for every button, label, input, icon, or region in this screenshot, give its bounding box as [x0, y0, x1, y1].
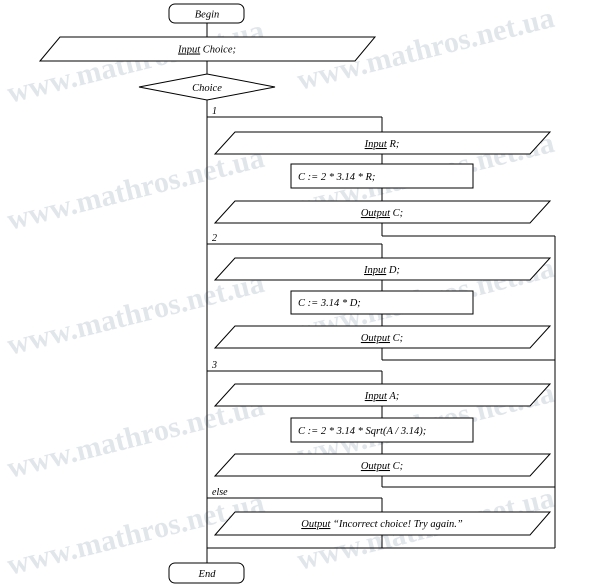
- output-keyword: Output: [301, 519, 331, 530]
- io-parallelogram: [213, 453, 552, 477]
- input-keyword: Input: [364, 139, 388, 150]
- case-1-output: Output C;: [213, 200, 552, 224]
- output-keyword: Output: [361, 208, 391, 219]
- process-rect: [290, 417, 474, 443]
- case-2-input: Input D;: [213, 257, 552, 281]
- case-2-output: Output C;: [213, 325, 552, 349]
- case-2-output-text: C;: [390, 333, 403, 344]
- else-output-text: “Incorrect choice! Try again.”: [330, 519, 462, 530]
- case-3-input: Input A;: [213, 383, 552, 407]
- process-rect: [290, 163, 474, 189]
- case-1-input-label: Input R;: [364, 139, 400, 150]
- output-keyword: Output: [361, 333, 391, 344]
- case-1-input-text: R;: [387, 139, 400, 150]
- case-3-process: C := 2 * 3.14 * Sqrt(A / 3.14);: [290, 417, 474, 443]
- case-2-output-label: Output C;: [361, 333, 403, 344]
- decision-block: Choice: [138, 73, 276, 101]
- input-keyword: Input: [364, 391, 388, 402]
- case-label-3: 3: [211, 360, 217, 371]
- end-terminator: End: [168, 562, 245, 584]
- input-choice-block: Input Choice;: [38, 36, 377, 62]
- case-1-process-label: C := 2 * 3.14 * R;: [298, 172, 375, 183]
- output-keyword: Output: [361, 461, 391, 472]
- process-rect: [290, 290, 474, 315]
- io-parallelogram: [213, 511, 552, 536]
- input-choice-text: Choice;: [200, 45, 236, 56]
- connector-lines: [206, 23, 556, 563]
- io-parallelogram: [213, 131, 552, 155]
- else-output-label: Output “Incorrect choice! Try again.”: [301, 519, 463, 530]
- case-label-1: 1: [212, 106, 217, 117]
- case-2-input-label: Input D;: [363, 265, 400, 276]
- case-1-output-text: C;: [390, 208, 403, 219]
- io-parallelogram: [213, 325, 552, 349]
- case-3-output: Output C;: [213, 453, 552, 477]
- case-2-input-text: D;: [386, 265, 400, 276]
- input-choice-label: Input Choice;: [177, 45, 236, 56]
- io-parallelogram: [213, 383, 552, 407]
- begin-terminator: Begin: [168, 3, 245, 24]
- else-output: Output “Incorrect choice! Try again.”: [213, 511, 552, 536]
- io-parallelogram: [213, 200, 552, 224]
- input-keyword: Input: [177, 45, 201, 56]
- case-3-output-text: C;: [390, 461, 403, 472]
- case-1-process: C := 2 * 3.14 * R;: [290, 163, 474, 189]
- case-3-input-label: Input A;: [364, 391, 400, 402]
- case-2-process-label: C := 3.14 * D;: [298, 298, 361, 309]
- case-2-process: C := 3.14 * D;: [290, 290, 474, 315]
- case-3-process-label: C := 2 * 3.14 * Sqrt(A / 3.14);: [298, 426, 426, 437]
- case-1-output-label: Output C;: [361, 208, 403, 219]
- terminator-shape: [168, 562, 245, 584]
- watermark-layer: www.mathros.net.ua www.mathros.net.ua ww…: [4, 1, 558, 582]
- decision-diamond: [138, 73, 276, 101]
- terminator-shape: [168, 3, 245, 24]
- io-parallelogram: [213, 257, 552, 281]
- case-label-2: 2: [212, 233, 217, 244]
- case-3-input-text: A;: [387, 391, 399, 402]
- begin-label: Begin: [195, 10, 220, 21]
- input-keyword: Input: [363, 265, 387, 276]
- case-label-else: else: [212, 487, 228, 498]
- case-1-input: Input R;: [213, 131, 552, 155]
- decision-label: Choice: [192, 83, 222, 94]
- io-parallelogram: [38, 36, 377, 62]
- case-3-output-label: Output C;: [361, 461, 403, 472]
- end-label: End: [198, 569, 217, 580]
